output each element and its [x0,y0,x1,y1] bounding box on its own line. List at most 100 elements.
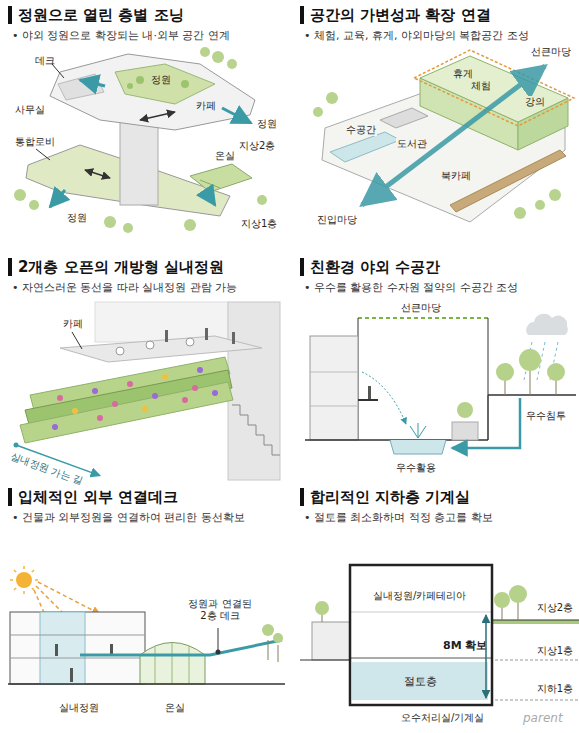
water-space-illustration [457,402,473,418]
zoning-illustration [123,223,133,233]
zoning-illustration [14,47,267,233]
floor-label: 지상2층 [536,602,574,614]
deck-illustration [262,624,274,636]
basement-illustration [350,565,492,705]
basement-illustration [312,622,350,660]
deck-illustration [155,643,189,684]
panel: 공간의 가변성과 확장 연결 • 체험, 교육, 휴게, 야외마당의 복합공간 조… [300,6,572,246]
flexible-space-illustration [414,50,574,126]
zoning-illustration [212,51,224,63]
deck-illustration [155,646,156,684]
indoor-garden-illustration [20,382,233,443]
deck-illustration [10,566,38,594]
indoor-garden-illustration [152,393,158,399]
floor-label: 지상1층 [536,645,574,657]
zoning-illustration [14,47,267,233]
zoning-illustration [257,195,267,205]
zoning-illustration [58,74,104,100]
indoor-garden-illustration [97,415,103,421]
deck-illustration [262,624,283,643]
basement-illustration [300,565,579,705]
deck-illustration [55,644,58,656]
deck-illustration [10,612,145,684]
deck-illustration [32,588,34,590]
panel: 친환경 야외 수공간• 우수를 활용한 수자원 절약의 수공간 조성 [300,258,572,483]
basement-illustration [492,620,579,621]
basement-illustration [494,585,527,608]
panel-heading: 2개층 오픈의 개방형 실내정원 [8,258,285,276]
water-space-illustration [368,386,371,399]
room-label: 카페 [62,318,84,330]
deck-illustration [40,612,85,684]
watermark: parent [522,712,564,724]
zoning-illustration [184,219,196,231]
deck-illustration [140,643,205,685]
room-label: 북카페 [440,170,472,182]
indoor-garden-illustration [52,367,218,430]
flexible-space-illustration [313,50,574,222]
flexible-space-illustration [549,189,561,201]
room-label: 정원 [150,74,172,86]
room-label: 선큰마당 [530,46,572,58]
deck-illustration [10,579,13,581]
indoor-garden-illustration [212,390,218,396]
panel-subtitle: • 야외 정원으로 확장되는 내·외부 공간 연계 [8,29,285,43]
zoning-illustration [127,83,133,89]
zoning-illustration [205,190,215,205]
deck-illustration [273,633,283,643]
zoning-illustration [181,80,189,88]
room-label: 오수처리실/기계실 [400,712,485,724]
flexible-space-illustration [326,92,338,104]
deck-illustration [189,646,190,684]
panel-heading: 정원으로 열린 층별 조닝 [8,6,285,24]
zoning-illustration [104,216,116,228]
room-label: 온실 [164,702,186,714]
panel-subtitle: • 체험, 교육, 휴게, 야외마당의 복합공간 조성 [300,29,572,43]
panel-heading: 공간의 가변성과 확장 연결 [300,6,572,24]
water-space-illustration [452,398,520,448]
floor-label: 지상2층 [238,140,276,152]
indoor-garden-illustration [92,388,98,394]
room-label: 사무실 [14,104,46,116]
water-space-illustration [358,317,488,319]
indoor-garden-illustration [72,332,82,349]
indoor-garden-illustration [186,338,194,346]
indoor-garden-illustration [232,332,235,344]
deck-illustration [14,570,16,572]
zoning-illustration [227,59,237,69]
area-label: 선큰마당 [400,302,442,314]
room-label: 체험 [470,80,492,92]
panel-subtitle: • 우수를 활용한 수자원 절약의 수공간 조성 [300,281,572,295]
cut-layer-box: 절토층 [352,662,488,700]
indoor-garden-illustration [142,406,148,412]
deck-illustration [8,566,285,684]
indoor-garden-illustration [165,330,168,342]
deck-illustration [10,635,145,636]
dimension-label: 8M 확보 [442,640,488,652]
flow-label: 우수침투 [525,410,567,422]
flexible-space-illustration [330,132,400,162]
zoning-illustration [29,200,39,210]
basement-illustration [494,592,510,608]
deck-illustration [55,644,113,682]
flexible-space-illustration [313,107,323,117]
deck-illustration [23,591,25,594]
indoor-garden-illustration [52,424,58,430]
water-space-illustration [526,314,568,335]
water-space-illustration [488,394,576,396]
floor-label: 지하1층 [536,683,574,695]
panel: 2개층 오픈의 개방형 실내정원• 자연스러운 동선을 따라 실내정원 관람 가… [8,258,285,483]
basement-illustration [518,602,519,620]
basement-illustration [300,660,350,661]
indoor-garden-illustration [205,328,208,340]
water-space-illustration [358,399,378,401]
indoor-garden-illustration [192,385,198,391]
basement-illustration [492,620,579,624]
zoning-illustration [200,47,210,57]
room-label: 수공간 [345,124,377,136]
panel-heading: 입체적인 외부 연결데크 [8,488,285,506]
basement-illustration [495,700,578,701]
panel-subtitle: • 절토를 최소화하며 적정 층고를 확보 [300,511,572,525]
water-space-illustration [410,423,426,438]
